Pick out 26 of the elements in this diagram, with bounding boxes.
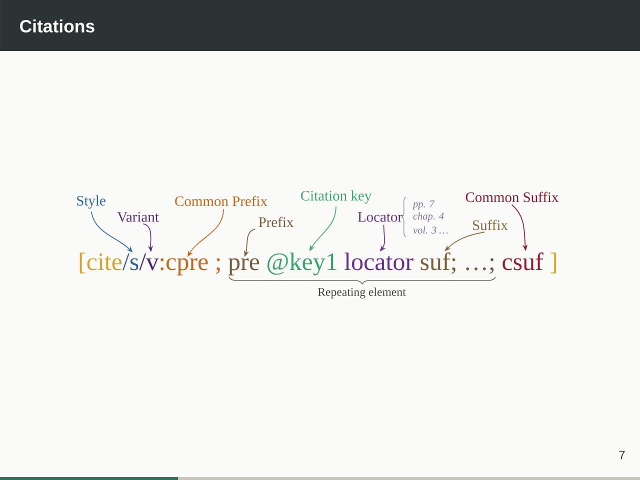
syntax-part: csuf xyxy=(502,252,544,270)
annotation-label: Suffix xyxy=(473,220,508,230)
syntax-part: @key1 xyxy=(268,252,336,276)
title-bar: Citations xyxy=(0,0,640,51)
syntax-part: locator xyxy=(344,252,414,270)
syntax-part: :cpre xyxy=(160,258,208,276)
syntax-part: suf; xyxy=(420,252,456,274)
example-text: chap. 4 xyxy=(413,212,444,222)
syntax-part: [cite xyxy=(80,252,122,274)
syntax-part: pre xyxy=(228,258,260,276)
annotation-label: Citation key xyxy=(301,190,372,204)
annotation-label: Locator xyxy=(358,212,402,222)
brace-label: Repeating element xyxy=(318,288,406,298)
syntax-part: /s xyxy=(122,254,138,270)
annotation-label: Style xyxy=(77,195,106,209)
example-text: vol. 3 … xyxy=(413,226,448,234)
annotation-label: Common Prefix xyxy=(175,196,268,206)
syntax-part: ; xyxy=(216,258,220,274)
annotation-label: Common Suffix xyxy=(466,192,559,202)
syntax-part: …; xyxy=(466,258,494,274)
syntax-part: /v xyxy=(139,254,159,270)
annotation-label: Variant xyxy=(117,212,159,222)
syntax-part: ] xyxy=(550,252,556,274)
annotation-label: Prefix xyxy=(258,216,294,228)
example-text: pp. 7 xyxy=(412,200,435,210)
page-number: 7 xyxy=(619,450,625,460)
